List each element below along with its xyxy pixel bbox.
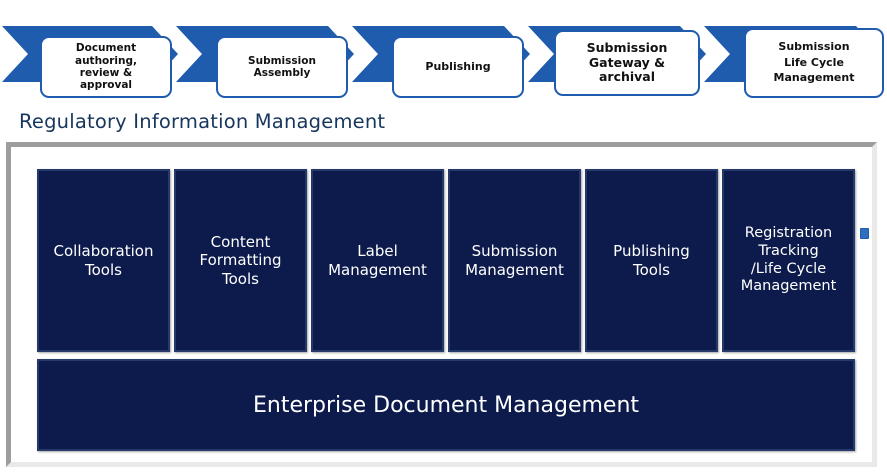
capability-tile-text: Collaboration Tools — [46, 242, 162, 279]
capability-tile-publishing-tools[interactable]: Publishing Tools — [585, 169, 718, 352]
tile-line: Collaboration — [53, 242, 154, 261]
process-step-line: Publishing — [425, 59, 491, 73]
process-step-line: Gateway & archival — [588, 54, 666, 85]
capability-tile-text: Publishing Tools — [605, 242, 698, 279]
process-step-text-1: Document authoring, review & approval — [42, 42, 170, 92]
capability-panel: Collaboration Tools Content Formatting T… — [6, 142, 877, 467]
process-step-text-3: Publishing — [415, 59, 500, 74]
capability-tile-text: Label Management — [320, 242, 435, 279]
capability-tile-text: Content Formatting Tools — [192, 233, 290, 288]
selection-handle[interactable] — [860, 228, 869, 239]
capability-tile-text: Submission Management — [457, 242, 572, 279]
process-step-label-box-2[interactable]: Submission Assembly — [216, 36, 348, 98]
process-step-text-2: Submission Assembly — [218, 55, 346, 80]
tile-line: Tools — [85, 260, 122, 279]
capability-tile-row: Collaboration Tools Content Formatting T… — [37, 169, 855, 352]
tile-line: Tools — [222, 269, 259, 288]
process-step-label-box-1[interactable]: Document authoring, review & approval — [40, 36, 172, 98]
tile-line: Tools — [633, 260, 670, 279]
capability-panel-inner: Collaboration Tools Content Formatting T… — [11, 147, 872, 462]
process-step-line: review & approval — [79, 67, 133, 92]
tile-line: /Life Cycle — [750, 260, 827, 277]
tile-line: Management — [328, 260, 427, 279]
capability-tile-submission-management[interactable]: Submission Management — [448, 169, 581, 352]
foundation-bar-enterprise-document-management[interactable]: Enterprise Document Management — [37, 359, 855, 451]
process-step-line: Submission — [778, 40, 850, 54]
tile-line: Formatting — [199, 251, 282, 270]
tile-line: Management — [740, 278, 837, 295]
process-step-label-box-3[interactable]: Publishing — [392, 36, 524, 98]
process-step-label-box-5[interactable]: Submission Life Cycle Management — [744, 28, 884, 98]
tile-line: Submission — [471, 242, 558, 261]
tile-line: Registration — [744, 225, 833, 242]
process-step-line: Submission — [586, 39, 668, 55]
process-step-text-4: Submission Gateway & archival — [556, 39, 698, 85]
process-flow-row: Document authoring, review & approval Su… — [0, 0, 887, 112]
capability-tile-label-management[interactable]: Label Management — [311, 169, 444, 352]
tile-line: Management — [465, 260, 564, 279]
tile-line: Tracking — [758, 242, 819, 259]
process-step-label-box-4[interactable]: Submission Gateway & archival — [554, 30, 700, 96]
process-step-line: Management — [773, 70, 855, 84]
capability-tile-registration-tracking-life-cycle-management[interactable]: Registration Tracking /Life Cycle Manage… — [722, 169, 855, 352]
capability-tile-content-formatting-tools[interactable]: Content Formatting Tools — [174, 169, 307, 352]
capability-tile-collaboration-tools[interactable]: Collaboration Tools — [37, 169, 170, 352]
process-step-line: Document authoring, — [74, 42, 138, 67]
process-step-text-5: Submission Life Cycle Management — [764, 39, 865, 88]
process-step-line: Submission Assembly — [248, 54, 316, 79]
capability-tile-text: Registration Tracking /Life Cycle Manage… — [733, 225, 845, 296]
section-title: Regulatory Information Management — [19, 110, 386, 133]
tile-line: Publishing — [613, 242, 690, 261]
tile-line: Content — [210, 233, 271, 252]
tile-line: Label — [357, 242, 398, 261]
foundation-bar-label: Enterprise Document Management — [252, 392, 640, 418]
process-step-line: Life Cycle — [784, 55, 844, 69]
